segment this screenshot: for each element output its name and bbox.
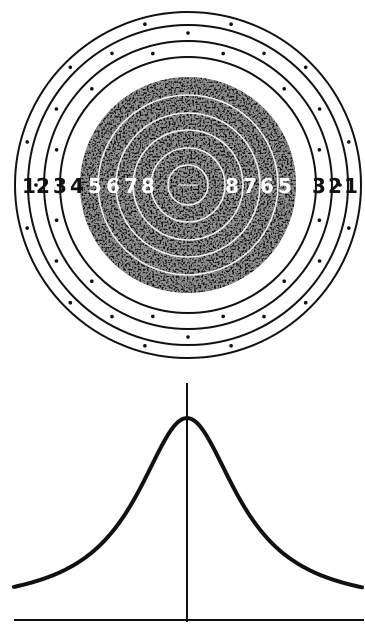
ring-label-left-3: 3 [53, 174, 67, 198]
aiming-dot [262, 52, 266, 56]
aiming-dot [304, 301, 308, 305]
ring-label-left-4: 4 [70, 174, 84, 198]
bell-curve-figure [14, 383, 364, 622]
aiming-dot [55, 259, 59, 263]
aiming-dot [186, 31, 190, 35]
aiming-dot [110, 52, 114, 56]
ring-label-left-2: 2 [36, 174, 50, 198]
aiming-dot [151, 52, 155, 56]
aiming-dot [304, 66, 308, 70]
aiming-dot [55, 218, 59, 222]
aiming-dot [110, 315, 114, 319]
ring-label-left-6: 6 [106, 174, 120, 198]
ring-label-right-3: 3 [312, 174, 326, 198]
aiming-dot [318, 148, 322, 152]
ring-label-right-2: 2 [328, 174, 342, 198]
aiming-dot [55, 148, 59, 152]
shooting-target: 1 2 3 4 5 6 7 8 8 7 6 5 4 3 2 1 [15, 12, 361, 358]
ring-label-right-6: 6 [260, 174, 274, 198]
aiming-dot [282, 87, 286, 91]
ring-label-left-8: 8 [141, 174, 155, 198]
ring-label-right-5: 5 [278, 174, 292, 198]
aiming-dot [221, 315, 225, 319]
ring-label-left-7: 7 [124, 174, 138, 198]
ring-label-left-5: 5 [88, 174, 102, 198]
aiming-dot [55, 107, 59, 111]
ring-label-right-1: 1 [344, 174, 358, 198]
aiming-dot [25, 140, 29, 144]
aiming-dot [143, 22, 147, 26]
aiming-dot [186, 335, 190, 339]
ring-label-left-1: 1 [22, 174, 36, 198]
aiming-dot [151, 315, 155, 319]
right-ring-labels: 8 7 6 5 4 3 2 1 [225, 174, 358, 198]
aiming-dot [25, 226, 29, 230]
aiming-dot [69, 66, 73, 70]
aiming-dot [229, 344, 233, 348]
aiming-dot [318, 107, 322, 111]
ring-label-right-7: 7 [243, 174, 257, 198]
aiming-dot [318, 218, 322, 222]
ring-label-right-8: 8 [225, 174, 239, 198]
aiming-dot [90, 279, 94, 283]
ring-label-right-4: 4 [295, 174, 309, 198]
aiming-dot [262, 315, 266, 319]
aiming-dot [143, 344, 147, 348]
aiming-dot [282, 279, 286, 283]
aiming-dot [347, 140, 351, 144]
aiming-dot [318, 259, 322, 263]
left-ring-labels: 1 2 3 4 5 6 7 8 [22, 174, 155, 198]
aiming-dot [90, 87, 94, 91]
aiming-dot [69, 301, 73, 305]
aiming-dot [229, 22, 233, 26]
aiming-dot [221, 52, 225, 56]
aiming-dot [347, 226, 351, 230]
